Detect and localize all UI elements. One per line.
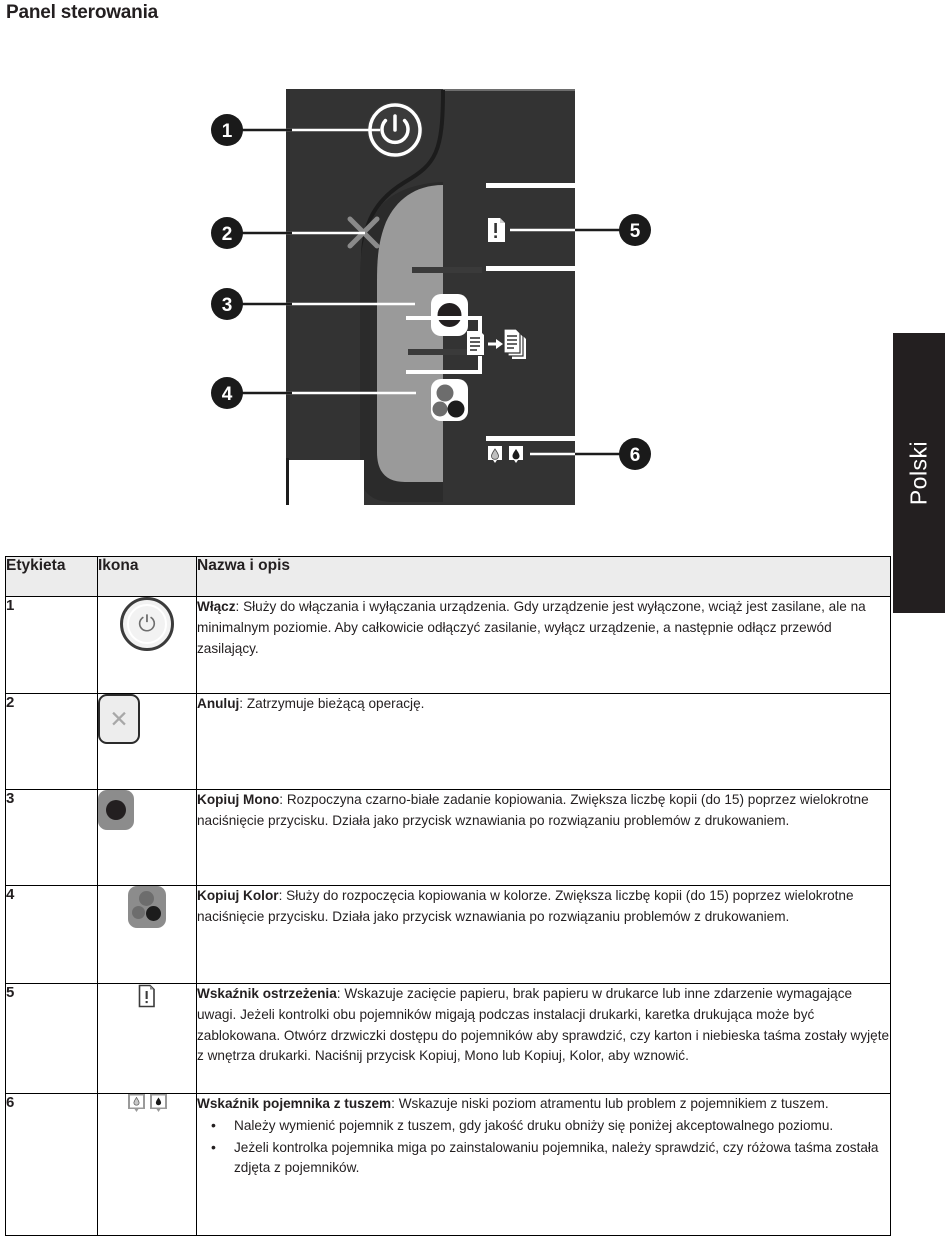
control-panel-illustration: 1 2 3 4 5 6 xyxy=(200,82,670,512)
row-label: 6 xyxy=(5,1093,98,1236)
ink-drop-icon xyxy=(127,1094,145,1112)
list-item: Należy wymienić pojemnik z tuszem, gdy j… xyxy=(197,1115,890,1137)
ink-drop-icon xyxy=(149,1094,167,1112)
row-label: 2 xyxy=(5,693,98,790)
attention-light-graphic xyxy=(488,218,505,242)
callout-2: 2 xyxy=(211,217,243,249)
row-icon-cell xyxy=(97,885,197,984)
list-item: Jeżeli kontrolka pojemnika miga po zains… xyxy=(197,1137,890,1180)
row-separator: : xyxy=(239,696,247,711)
row-icon-cell: ⏻ xyxy=(97,596,197,694)
row-separator: : xyxy=(336,986,345,1001)
svg-text:5: 5 xyxy=(630,221,641,242)
callout-5: 5 xyxy=(619,214,651,246)
row-label: 4 xyxy=(5,885,98,984)
copy-mono-button-graphic xyxy=(431,294,468,336)
row-title: Wskaźnik ostrzeżenia xyxy=(197,986,337,1001)
callout-4: 4 xyxy=(211,377,243,409)
row-icon-cell: ✕ xyxy=(97,693,197,790)
callout-3: 3 xyxy=(211,288,243,320)
table-row: 3 Kopiuj Mono: Rozpoczyna czarno-białe z… xyxy=(5,789,891,886)
row-text: Służy do rozpoczęcia kopiowania w kolorz… xyxy=(197,888,854,924)
header-icon: Ikona xyxy=(97,556,197,597)
svg-text:6: 6 xyxy=(630,445,641,466)
row-description: Wskaźnik ostrzeżenia: Wskazuje zacięcie … xyxy=(196,983,891,1094)
row-description: Anuluj: Zatrzymuje bieżącą operację. xyxy=(196,693,891,790)
callout-6: 6 xyxy=(619,438,651,470)
table-row: 6 Wsk xyxy=(5,1093,891,1236)
row-title: Anuluj xyxy=(197,696,240,711)
control-panel-table: Etykieta Ikona Nazwa i opis 1 ⏻ Włącz: S… xyxy=(5,556,891,1236)
header-label: Etykieta xyxy=(5,556,98,597)
svg-text:3: 3 xyxy=(222,295,233,316)
svg-text:2: 2 xyxy=(222,224,233,245)
copy-mono-icon xyxy=(98,790,134,830)
row-icon-cell xyxy=(97,789,197,886)
table-row: 4 Kopiuj Kolor: Służy do rozpoczęcia kop… xyxy=(5,885,891,984)
row-description: Wskaźnik pojemnika z tuszem: Wskazuje ni… xyxy=(196,1093,891,1236)
row-label: 3 xyxy=(5,789,98,886)
row-title: Kopiuj Mono xyxy=(197,792,280,807)
row-text: Wskazuje zacięcie papieru, brak papieru … xyxy=(197,986,890,1064)
row-bullet-list: Należy wymienić pojemnik z tuszem, gdy j… xyxy=(197,1115,890,1180)
row-title: Kopiuj Kolor xyxy=(197,888,279,903)
callout-1: 1 xyxy=(211,114,243,146)
row-title: Wskaźnik pojemnika z tuszem xyxy=(197,1096,392,1111)
row-icon-cell xyxy=(97,983,197,1094)
ink-cartridge-lights-graphic xyxy=(488,446,523,463)
language-side-tab: Polski xyxy=(893,333,945,613)
language-tab-label: Polski xyxy=(905,440,932,506)
ink-cartridge-pair-icon xyxy=(98,1094,196,1113)
table-row: 2 ✕ Anuluj: Zatrzymuje bieżącą operację. xyxy=(5,693,891,790)
table-header-row: Etykieta Ikona Nazwa i opis xyxy=(5,556,891,597)
row-label: 1 xyxy=(5,596,98,694)
row-separator: : xyxy=(391,1096,399,1111)
table-row: 1 ⏻ Włącz: Służy do włączania i wyłączan… xyxy=(5,596,891,694)
row-text: Wskazuje niski poziom atramentu lub prob… xyxy=(398,1096,829,1111)
svg-text:1: 1 xyxy=(222,121,233,142)
row-icon-cell xyxy=(97,1093,197,1236)
row-label: 5 xyxy=(5,983,98,1094)
power-icon: ⏻ xyxy=(120,597,174,651)
row-description: Włącz: Służy do włączania i wyłączania u… xyxy=(196,596,891,694)
copy-color-icon xyxy=(128,886,166,928)
row-text: Służy do włączania i wyłączania urządzen… xyxy=(197,599,866,656)
row-description: Kopiuj Mono: Rozpoczyna czarno-białe zad… xyxy=(196,789,891,886)
copy-color-button-graphic xyxy=(431,379,468,421)
table-row: 5 Wskaźnik ostrzeżenia: Wskazuje zacięci… xyxy=(5,983,891,1094)
header-description: Nazwa i opis xyxy=(196,556,891,597)
page-attention-icon xyxy=(138,984,155,1008)
row-separator: : xyxy=(278,888,287,903)
row-title: Włącz xyxy=(197,599,236,614)
copy-flow-graphic xyxy=(406,316,526,374)
page-title: Panel sterowania xyxy=(6,2,159,23)
row-separator: : xyxy=(235,599,244,614)
svg-text:4: 4 xyxy=(222,384,233,405)
row-text: Rozpoczyna czarno-białe zadanie kopiowan… xyxy=(197,792,869,828)
cancel-x-icon: ✕ xyxy=(98,694,140,744)
row-description: Kopiuj Kolor: Służy do rozpoczęcia kopio… xyxy=(196,885,891,984)
row-text: Zatrzymuje bieżącą operację. xyxy=(246,696,425,711)
row-separator: : xyxy=(279,792,287,807)
